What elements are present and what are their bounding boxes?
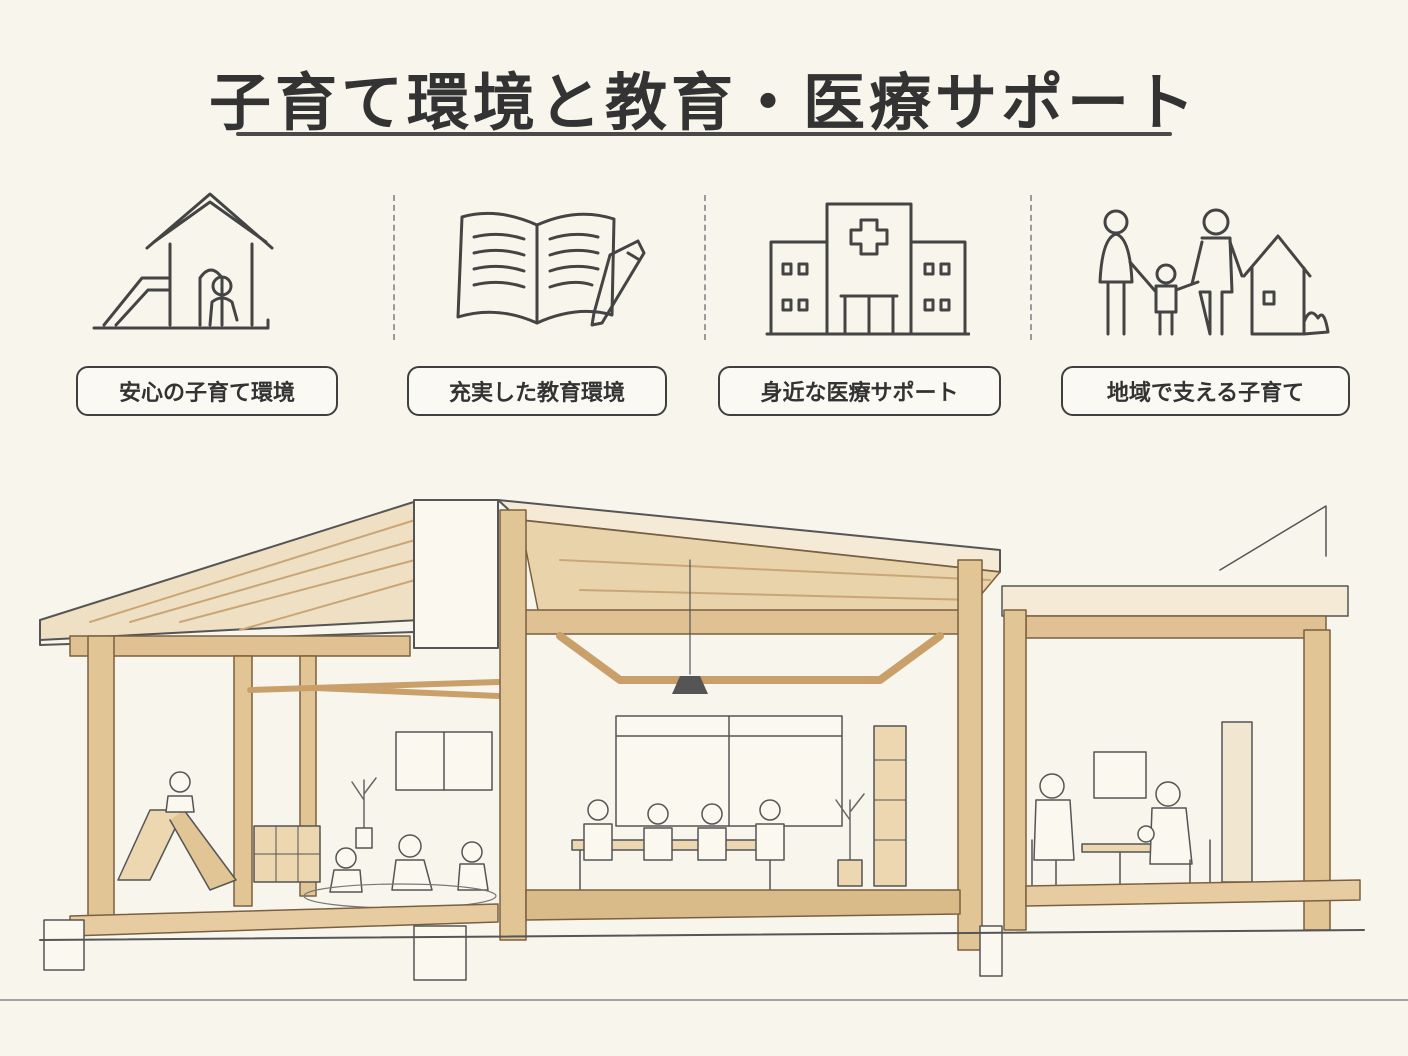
building-cross-section-illustration — [0, 499, 1408, 1001]
clinic-wing — [979, 505, 1361, 977]
category-label-medical: 身近な医療サポート — [718, 366, 1001, 416]
category-label-education: 充実した教育環境 — [407, 366, 667, 416]
classroom-wing — [413, 499, 1001, 981]
open-book-pencil-icon — [456, 211, 646, 327]
divider-2 — [704, 195, 706, 340]
category-label-childcare: 安心の子育て環境 — [76, 366, 338, 416]
playroom-wing — [39, 499, 501, 971]
family-house-icon — [1098, 208, 1330, 336]
divider-1 — [393, 195, 395, 340]
hospital-icon — [765, 202, 970, 336]
playhouse-slide-icon — [92, 192, 274, 330]
title-underline — [236, 132, 1172, 136]
divider-3 — [1030, 195, 1032, 340]
page-title: 子育て環境と教育・医療サポート — [208, 66, 1199, 139]
category-label-community: 地域で支える子育て — [1061, 366, 1350, 416]
